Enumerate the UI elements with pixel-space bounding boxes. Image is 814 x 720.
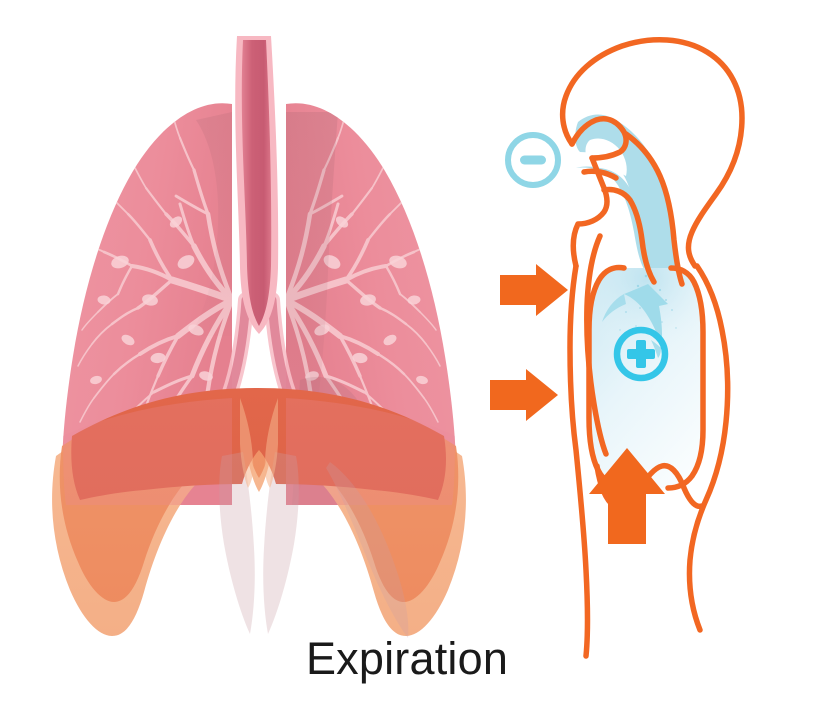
anatomical-lungs-illustration bbox=[52, 36, 466, 638]
schematic-body-diagram bbox=[490, 37, 745, 659]
minus-symbol bbox=[505, 132, 561, 188]
page-title: Expiration bbox=[305, 633, 509, 684]
diaphragm bbox=[52, 388, 466, 638]
diaphragm-arrow bbox=[589, 448, 665, 544]
rib-arrow-lower bbox=[490, 369, 558, 421]
rib-arrow-upper bbox=[500, 264, 568, 316]
trachea bbox=[235, 36, 279, 334]
plus-symbol bbox=[613, 326, 669, 382]
body-outline bbox=[559, 37, 745, 659]
